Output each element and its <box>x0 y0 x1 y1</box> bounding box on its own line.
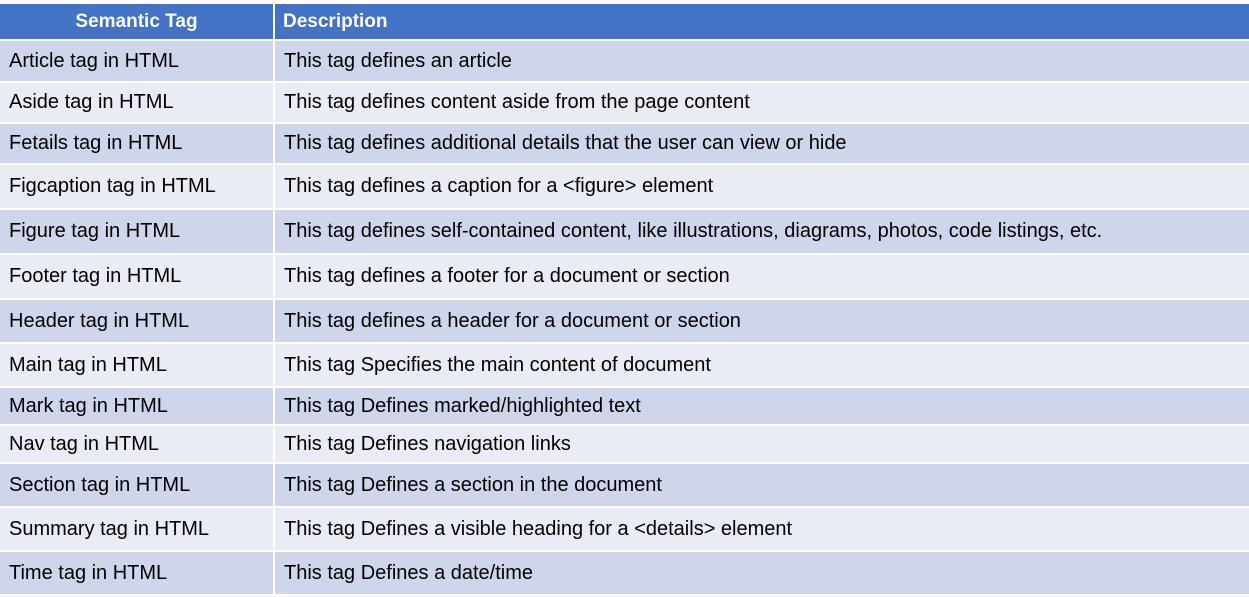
column-header-semantic-tag: Semantic Tag <box>0 4 275 41</box>
description-cell: This tag Defines marked/highlighted text <box>275 388 1249 426</box>
table-row: Mark tag in HTML This tag Defines marked… <box>0 388 1249 426</box>
tag-cell: Section tag in HTML <box>0 464 275 508</box>
semantic-tags-table: Semantic Tag Description Article tag in … <box>0 4 1249 596</box>
tag-cell: Figure tag in HTML <box>0 210 275 255</box>
description-cell: This tag defines a caption for a <figure… <box>275 165 1249 210</box>
tag-cell: Mark tag in HTML <box>0 388 275 426</box>
description-cell: This tag Defines a section in the docume… <box>275 464 1249 508</box>
table-header-row: Semantic Tag Description <box>0 4 1249 41</box>
table-row: Nav tag in HTML This tag Defines navigat… <box>0 426 1249 464</box>
table-row: Header tag in HTML This tag defines a he… <box>0 300 1249 344</box>
table-row: Fetails tag in HTML This tag defines add… <box>0 124 1249 165</box>
tag-cell: Article tag in HTML <box>0 41 275 83</box>
tag-cell: Fetails tag in HTML <box>0 124 275 165</box>
description-cell: This tag defines an article <box>275 41 1249 83</box>
tag-cell: Header tag in HTML <box>0 300 275 344</box>
table-row: Figcaption tag in HTML This tag defines … <box>0 165 1249 210</box>
table-row: Footer tag in HTML This tag defines a fo… <box>0 255 1249 300</box>
tag-cell: Summary tag in HTML <box>0 508 275 552</box>
table-row: Aside tag in HTML This tag defines conte… <box>0 83 1249 124</box>
tag-cell: Footer tag in HTML <box>0 255 275 300</box>
tag-cell: Time tag in HTML <box>0 552 275 596</box>
tag-cell: Nav tag in HTML <box>0 426 275 464</box>
description-cell: This tag defines content aside from the … <box>275 83 1249 124</box>
description-cell: This tag defines a header for a document… <box>275 300 1249 344</box>
description-cell: This tag Defines navigation links <box>275 426 1249 464</box>
table-row: Time tag in HTML This tag Defines a date… <box>0 552 1249 596</box>
tag-cell: Figcaption tag in HTML <box>0 165 275 210</box>
description-cell: This tag defines additional details that… <box>275 124 1249 165</box>
table-row: Article tag in HTML This tag defines an … <box>0 41 1249 83</box>
table-row: Section tag in HTML This tag Defines a s… <box>0 464 1249 508</box>
table-row: Figure tag in HTML This tag defines self… <box>0 210 1249 255</box>
table-row: Main tag in HTML This tag Specifies the … <box>0 344 1249 388</box>
description-cell: This tag Specifies the main content of d… <box>275 344 1249 388</box>
description-cell: This tag Defines a date/time <box>275 552 1249 596</box>
description-cell: This tag Defines a visible heading for a… <box>275 508 1249 552</box>
table-row: Summary tag in HTML This tag Defines a v… <box>0 508 1249 552</box>
column-header-description: Description <box>275 4 1249 41</box>
description-cell: This tag defines a footer for a document… <box>275 255 1249 300</box>
tag-cell: Aside tag in HTML <box>0 83 275 124</box>
description-cell: This tag defines self-contained content,… <box>275 210 1249 255</box>
tag-cell: Main tag in HTML <box>0 344 275 388</box>
